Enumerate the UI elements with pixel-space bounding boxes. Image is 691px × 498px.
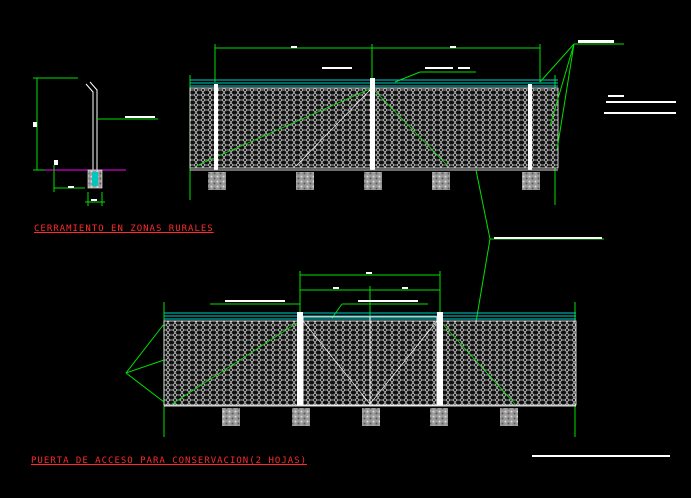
post-section-detail bbox=[33, 77, 158, 206]
rural-fencing-caption: CERRAMIENTO EN ZONAS RURALES bbox=[34, 224, 214, 234]
rural-fence-elevation bbox=[189, 40, 676, 323]
access-gate-elevation bbox=[125, 271, 670, 457]
access-gate-caption: PUERTA DE ACCESO PARA CONSERVACION(2 HOJ… bbox=[31, 456, 307, 466]
